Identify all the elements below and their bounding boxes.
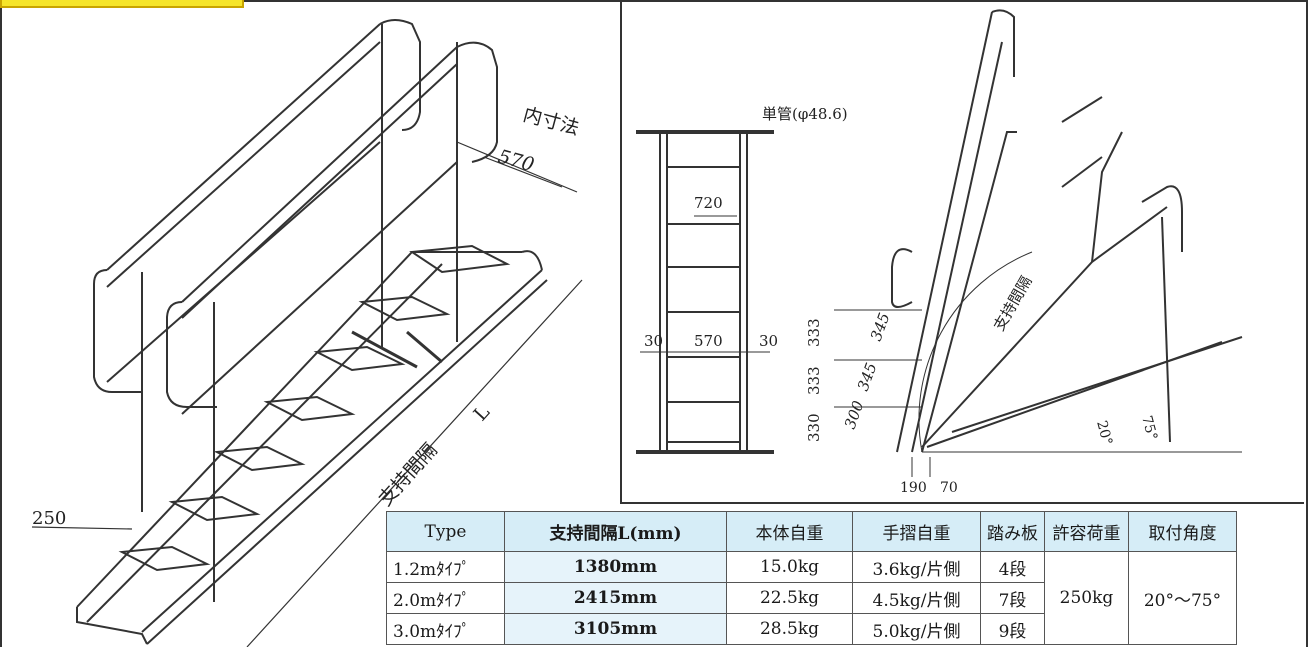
- cell-angle-range: 20°～75°: [1128, 551, 1237, 645]
- angle-min-value: 20°: [1093, 419, 1115, 447]
- header-rail-weight: 手摺自重: [852, 511, 981, 552]
- pitch-1-value: 345: [867, 310, 894, 343]
- step-depth-value: 250: [32, 508, 66, 529]
- spec-table: Type 支持間隔L(mm) 本体自重 手摺自重 踏み板 許容荷重 取付角度 1…: [386, 511, 1237, 645]
- tread-width-value: 720: [694, 194, 723, 212]
- header-body-weight: 本体自重: [726, 511, 853, 552]
- inner-width-value: 570: [496, 146, 537, 177]
- cell-steps: 4段: [980, 551, 1045, 583]
- inner-width-value-front: 570: [694, 332, 723, 350]
- cell-rail-weight: 5.0kg/片側: [852, 613, 981, 645]
- stair-elevation-svg: 単管(φ48.6) 720 30 570 30: [636, 9, 1243, 496]
- rear-rail-top: [106, 23, 381, 271]
- cell-body-weight: 15.0kg: [726, 551, 853, 583]
- stair-perspective-svg: 内寸法 570 250 支持間隔 L: [31, 19, 583, 647]
- rise-2-value: 333: [805, 366, 823, 395]
- cell-span: 1380mm: [504, 551, 727, 583]
- angle-max-value: 75°: [1138, 414, 1160, 442]
- table-row: 2.0mﾀｲﾌﾟ 2415mm 22.5kg 4.5kg/片側 7段: [386, 582, 1237, 614]
- table-header-row: Type 支持間隔L(mm) 本体自重 手摺自重 踏み板 許容荷重 取付角度: [386, 511, 1237, 552]
- header-angle: 取付角度: [1128, 511, 1237, 552]
- cell-span: 3105mm: [504, 613, 727, 645]
- side-gap-left-value: 30: [644, 332, 663, 350]
- cell-rail-weight: 3.6kg/片側: [852, 551, 981, 583]
- cell-steps: 7段: [980, 582, 1045, 614]
- cell-body-weight: 28.5kg: [726, 613, 853, 645]
- elevation-drawing: 単管(φ48.6) 720 30 570 30: [620, 2, 1304, 504]
- side-gap-right-value: 30: [759, 332, 778, 350]
- cell-rail-weight: 4.5kg/片側: [852, 582, 981, 614]
- cell-type: 3.0mﾀｲﾌﾟ: [386, 613, 505, 645]
- rise-1-value: 333: [805, 318, 823, 347]
- span-symbol: L: [469, 401, 494, 425]
- pitch-3-value: 300: [841, 398, 868, 431]
- base-1-value: 190: [900, 480, 927, 496]
- span-label: 支持間隔: [374, 439, 441, 510]
- cell-type: 1.2mﾀｲﾌﾟ: [386, 551, 505, 583]
- cell-steps: 9段: [980, 613, 1045, 645]
- table-row: 1.2mﾀｲﾌﾟ 1380mm 15.0kg 3.6kg/片側 4段 250kg…: [386, 551, 1237, 645]
- inner-dim-label: 内寸法: [521, 104, 582, 140]
- table-row: 3.0mﾀｲﾌﾟ 3105mm 28.5kg 5.0kg/片側 9段: [386, 613, 1237, 645]
- span-label-side: 支持間隔: [990, 273, 1036, 334]
- header-type: Type: [386, 511, 505, 552]
- perspective-drawing: 内寸法 570 250 支持間隔 L: [2, 2, 620, 647]
- cell-type: 2.0mﾀｲﾌﾟ: [386, 582, 505, 614]
- pipe-label: 単管(φ48.6): [762, 105, 848, 123]
- rise-3-value: 330: [805, 413, 823, 442]
- cell-span: 2415mm: [504, 582, 727, 614]
- base-2-value: 70: [940, 480, 958, 496]
- pitch-2-value: 345: [854, 360, 881, 393]
- header-tab: [0, 0, 244, 8]
- header-span: 支持間隔L(mm): [504, 511, 727, 552]
- cell-body-weight: 22.5kg: [726, 582, 853, 614]
- header-steps: 踏み板: [980, 511, 1045, 552]
- cell-allowable-load: 250kg: [1044, 551, 1129, 645]
- header-allowable-load: 許容荷重: [1044, 511, 1129, 552]
